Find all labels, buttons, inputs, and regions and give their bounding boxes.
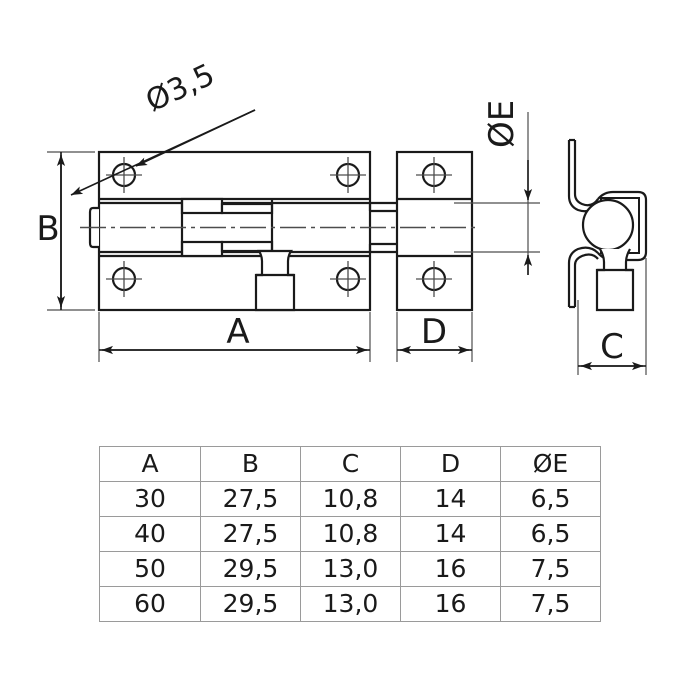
bracket-upper-outer xyxy=(567,140,599,213)
side-knob-stem-and-grip xyxy=(595,248,635,312)
dimension-c: C xyxy=(577,258,647,375)
slot-left-top xyxy=(180,197,224,215)
main-plate xyxy=(97,150,372,312)
table-row: 50 29,5 13,0 16 7,5 xyxy=(99,551,601,587)
spec-table-container: A B C D ØE 30 27,5 10,8 14 6,5 40 27,5 xyxy=(99,446,601,622)
cell-a: 30 xyxy=(99,481,201,517)
dim-c-label: C xyxy=(600,327,624,367)
col-header-a: A xyxy=(99,446,201,482)
main-plate-outline xyxy=(97,150,372,312)
cell-e: 7,5 xyxy=(500,551,601,587)
dim-e-label: ØE xyxy=(482,100,522,148)
cell-c: 10,8 xyxy=(300,516,401,552)
cell-d: 14 xyxy=(400,516,501,552)
bracket-lower-inner xyxy=(573,253,599,307)
bracket-lower-outer xyxy=(567,246,599,307)
cell-b: 29,5 xyxy=(200,586,301,622)
cell-e: 6,5 xyxy=(500,516,601,552)
table-header-row: A B C D ØE xyxy=(99,446,601,482)
spec-table: A B C D ØE 30 27,5 10,8 14 6,5 40 27,5 xyxy=(99,446,601,622)
screw-holes xyxy=(106,157,452,297)
cell-d: 16 xyxy=(400,586,501,622)
cell-c: 10,8 xyxy=(300,481,401,517)
cell-d: 14 xyxy=(400,481,501,517)
table-row: 40 27,5 10,8 14 6,5 xyxy=(99,516,601,552)
col-header-d: D xyxy=(400,446,501,482)
table-row: 30 27,5 10,8 14 6,5 xyxy=(99,481,601,517)
bolt-slot-detail xyxy=(180,197,274,258)
cell-b: 27,5 xyxy=(200,516,301,552)
cell-c: 13,0 xyxy=(300,586,401,622)
slot-mid-top xyxy=(220,202,274,215)
slot-left-bottom xyxy=(180,240,224,258)
cell-b: 27,5 xyxy=(200,481,301,517)
dimension-b: B xyxy=(36,151,95,311)
dim-d-label: D xyxy=(421,312,447,352)
dim-b-label: B xyxy=(36,209,59,249)
cell-c: 13,0 xyxy=(300,551,401,587)
screw-hole-keeper-top xyxy=(416,157,452,193)
cell-e: 7,5 xyxy=(500,586,601,622)
screw-hole-keeper-bottom xyxy=(416,261,452,297)
cell-a: 40 xyxy=(99,516,201,552)
cell-a: 50 xyxy=(99,551,201,587)
screw-hole-bottom-right xyxy=(330,261,366,297)
dim-a-label: A xyxy=(226,312,249,352)
table-row: 60 29,5 13,0 16 7,5 xyxy=(99,586,601,622)
knob-stem-and-grip xyxy=(254,249,296,312)
col-header-b: B xyxy=(200,446,301,482)
dimension-e: ØE xyxy=(454,100,540,275)
screw-hole-top-right xyxy=(330,157,366,193)
front-elevation-view xyxy=(80,150,480,312)
slot-mid-bottom xyxy=(220,240,274,253)
hole-diameter-label: Ø3,5 xyxy=(141,57,220,119)
dimension-a: A xyxy=(98,312,371,362)
knob-handle xyxy=(254,249,296,312)
col-header-c: C xyxy=(300,446,401,482)
cell-a: 60 xyxy=(99,586,201,622)
side-section-view xyxy=(567,138,648,312)
dimension-d: D xyxy=(396,312,473,362)
leader-line-upper xyxy=(135,109,256,167)
bracket-upper-inner xyxy=(573,140,599,207)
cell-e: 6,5 xyxy=(500,481,601,517)
cell-d: 16 xyxy=(400,551,501,587)
screw-hole-bottom-left xyxy=(106,261,142,297)
col-header-e: ØE xyxy=(500,446,601,482)
cell-b: 29,5 xyxy=(200,551,301,587)
bolt-cross-section-circle xyxy=(581,198,635,252)
